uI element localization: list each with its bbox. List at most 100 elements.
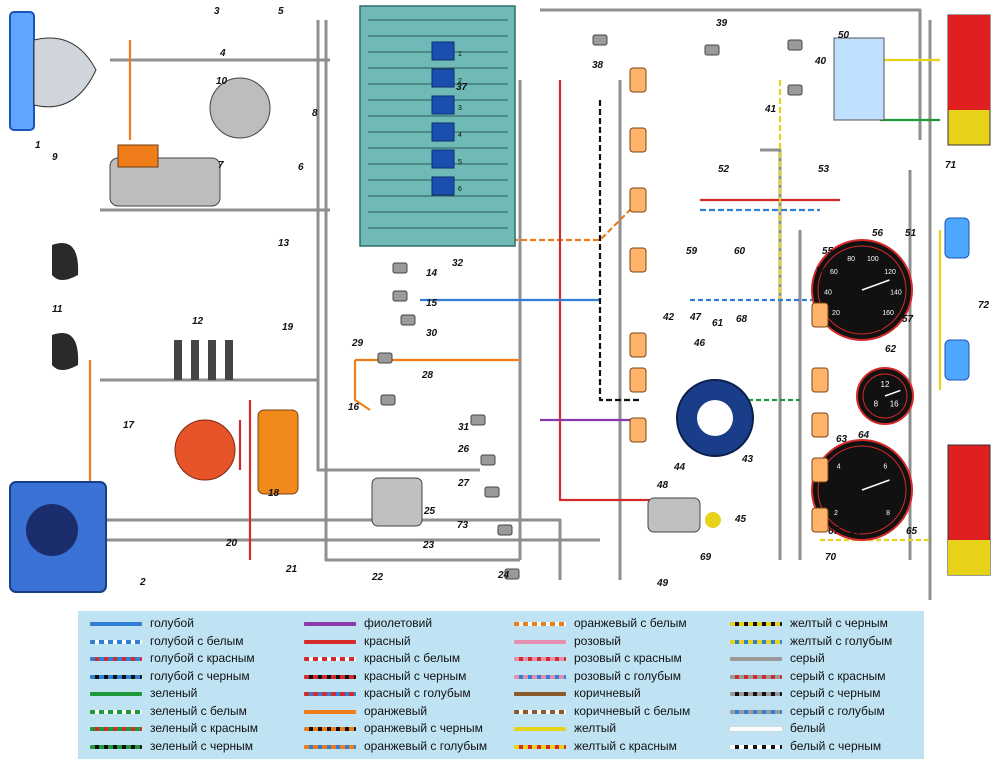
- legend-label: оранжевый с черным: [364, 721, 483, 735]
- wire-swatch: [730, 744, 782, 749]
- legend-label: коричневый: [574, 686, 641, 700]
- gauge-mark: 40: [824, 290, 832, 297]
- wire-swatch: [90, 709, 142, 714]
- wire-connector: [811, 507, 829, 533]
- callout-number: 52: [718, 164, 730, 175]
- legend-label: голубой: [150, 616, 194, 630]
- legend-label: фиолетовий: [364, 616, 433, 630]
- wire: [316, 20, 480, 472]
- callout-number: 62: [885, 344, 897, 355]
- callout-number: 55: [822, 246, 834, 257]
- connector: [480, 454, 496, 466]
- legend-label: красный с голубым: [364, 686, 471, 700]
- callout-number: 25: [423, 506, 436, 517]
- callout-number: 49: [656, 578, 669, 589]
- wire-swatch: [729, 726, 783, 732]
- legend-label: серый с красным: [790, 668, 886, 683]
- fuse-label: 3: [458, 105, 462, 112]
- headlight-lens: [9, 11, 35, 131]
- callout-number: 58: [872, 322, 884, 333]
- wire: [324, 20, 520, 562]
- headlight-lower: [9, 481, 107, 593]
- connector: [787, 39, 803, 51]
- callout-number: 53: [818, 164, 830, 175]
- gauge-needle: [861, 479, 890, 491]
- legend-label: белый: [790, 721, 826, 735]
- wire-connector: [811, 302, 829, 328]
- callout-number: 43: [741, 454, 754, 465]
- callout-number: 61: [712, 318, 724, 329]
- wire-connector: [629, 247, 647, 273]
- callout-number: 66: [850, 526, 862, 537]
- horn: [52, 333, 79, 370]
- wire-connector: [811, 412, 829, 438]
- connector: [504, 568, 520, 580]
- callout-number: 68: [736, 314, 748, 325]
- wire-swatch: [514, 674, 566, 679]
- legend-label: серый с голубым: [790, 703, 885, 718]
- callout-number: 9: [52, 152, 58, 163]
- callout-number: 16: [348, 402, 360, 413]
- connector: [592, 34, 608, 46]
- gauge-ring: [817, 245, 907, 335]
- connector: [470, 414, 486, 426]
- callout-number: 10: [216, 76, 228, 87]
- gauge-mark: 160: [882, 310, 894, 317]
- wire-connector: [811, 457, 829, 483]
- legend-label: розовый с красным: [574, 651, 682, 665]
- connector: [392, 290, 408, 302]
- callout-number: 14: [426, 268, 438, 279]
- wire-swatch: [304, 727, 356, 731]
- fuse: [431, 176, 455, 196]
- legend-label: серый: [790, 651, 825, 665]
- callout-number: 20: [225, 538, 238, 549]
- legend-label: оранжевый с белым: [574, 616, 687, 630]
- callout-number: 40: [814, 56, 827, 67]
- gauge-mark: 20: [832, 310, 840, 317]
- tail-light-upper: [947, 14, 991, 146]
- callout-number: 69: [700, 552, 712, 563]
- legend-label: зеленый с черным: [150, 738, 254, 753]
- legend-label: желтый с красным: [574, 738, 677, 753]
- headlight-housing: [33, 37, 97, 108]
- wire-swatch: [514, 639, 566, 644]
- wire-swatch: [304, 709, 356, 714]
- wire-swatch: [304, 657, 356, 661]
- ignition-coil: [257, 409, 299, 495]
- plate-light: [944, 217, 970, 259]
- callout-number: 7: [218, 160, 224, 171]
- wire-swatch: [730, 657, 782, 661]
- callout-number: 45: [734, 514, 747, 525]
- legend-label: красный: [364, 633, 411, 648]
- fuse-label: 2: [458, 78, 462, 85]
- wire-swatch: [304, 692, 356, 696]
- spark-plug: [191, 340, 199, 380]
- callout-number: 51: [905, 228, 917, 239]
- wire-swatch: [90, 692, 142, 696]
- rear-window-heater: [833, 37, 885, 121]
- wire-connector: [629, 417, 647, 443]
- tail-light-lower: [947, 444, 991, 576]
- fuse-label: 6: [458, 186, 462, 193]
- gauge-mark: 80: [847, 256, 855, 263]
- callout-number: 11: [52, 304, 63, 315]
- spark-plug: [225, 340, 233, 380]
- callout-number: 56: [872, 228, 884, 239]
- wire-connector: [629, 187, 647, 213]
- starter-solenoid: [117, 144, 159, 168]
- callout-number: 63: [836, 434, 848, 445]
- callout-number: 57: [902, 314, 914, 325]
- wire-connector: [811, 367, 829, 393]
- callout-number: 26: [457, 444, 470, 455]
- callout-number: 31: [458, 422, 470, 433]
- callout-number: 41: [764, 104, 777, 115]
- plate-light: [944, 339, 970, 381]
- legend-label: оранжевый: [364, 703, 428, 718]
- gauge-ring: [862, 373, 908, 419]
- wire-swatch: [514, 744, 566, 749]
- callout-number: 59: [686, 246, 698, 257]
- callout-number: 65: [906, 526, 918, 537]
- callout-number: 60: [734, 246, 746, 257]
